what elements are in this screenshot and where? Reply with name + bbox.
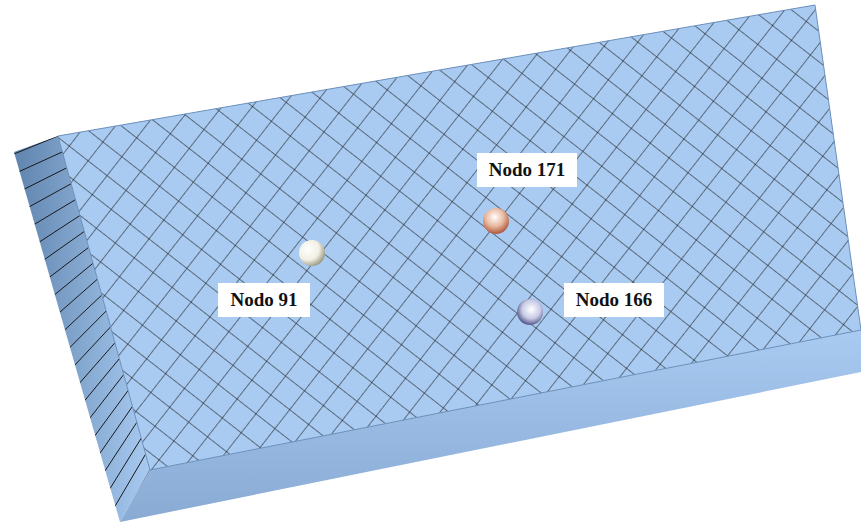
node-sphere [517,299,543,325]
side-stripe [59,279,97,312]
side-stripe [75,327,111,366]
side-stripe [105,422,137,471]
side-stripe [110,438,141,489]
node-label: Nodo 91 [230,289,297,311]
side-stripe [85,359,120,401]
side-stripe [24,168,67,189]
side-stripe [29,184,71,207]
side-stripe [49,247,88,277]
node-sphere [483,208,509,234]
side-stripe [54,263,93,295]
node-label-box: Nodo 91 [218,283,309,317]
side-stripe [90,375,124,419]
side-stripe [39,216,80,243]
node-label-box: Nodo 171 [477,153,578,187]
slab-top-mesh [58,5,861,470]
node-label-box: Nodo 166 [564,283,665,317]
side-stripe [34,200,75,225]
side-stripe [64,295,101,330]
slab-top-edge [58,5,861,470]
side-stripe [19,152,62,172]
node-label: Nodo 166 [576,289,653,311]
side-stripe [70,311,107,348]
side-stripe [95,390,128,435]
node-label: Nodo 171 [489,159,566,181]
side-stripe [80,343,115,383]
node-sphere [299,240,325,266]
side-stripe [14,136,58,154]
side-stripe [100,406,133,453]
